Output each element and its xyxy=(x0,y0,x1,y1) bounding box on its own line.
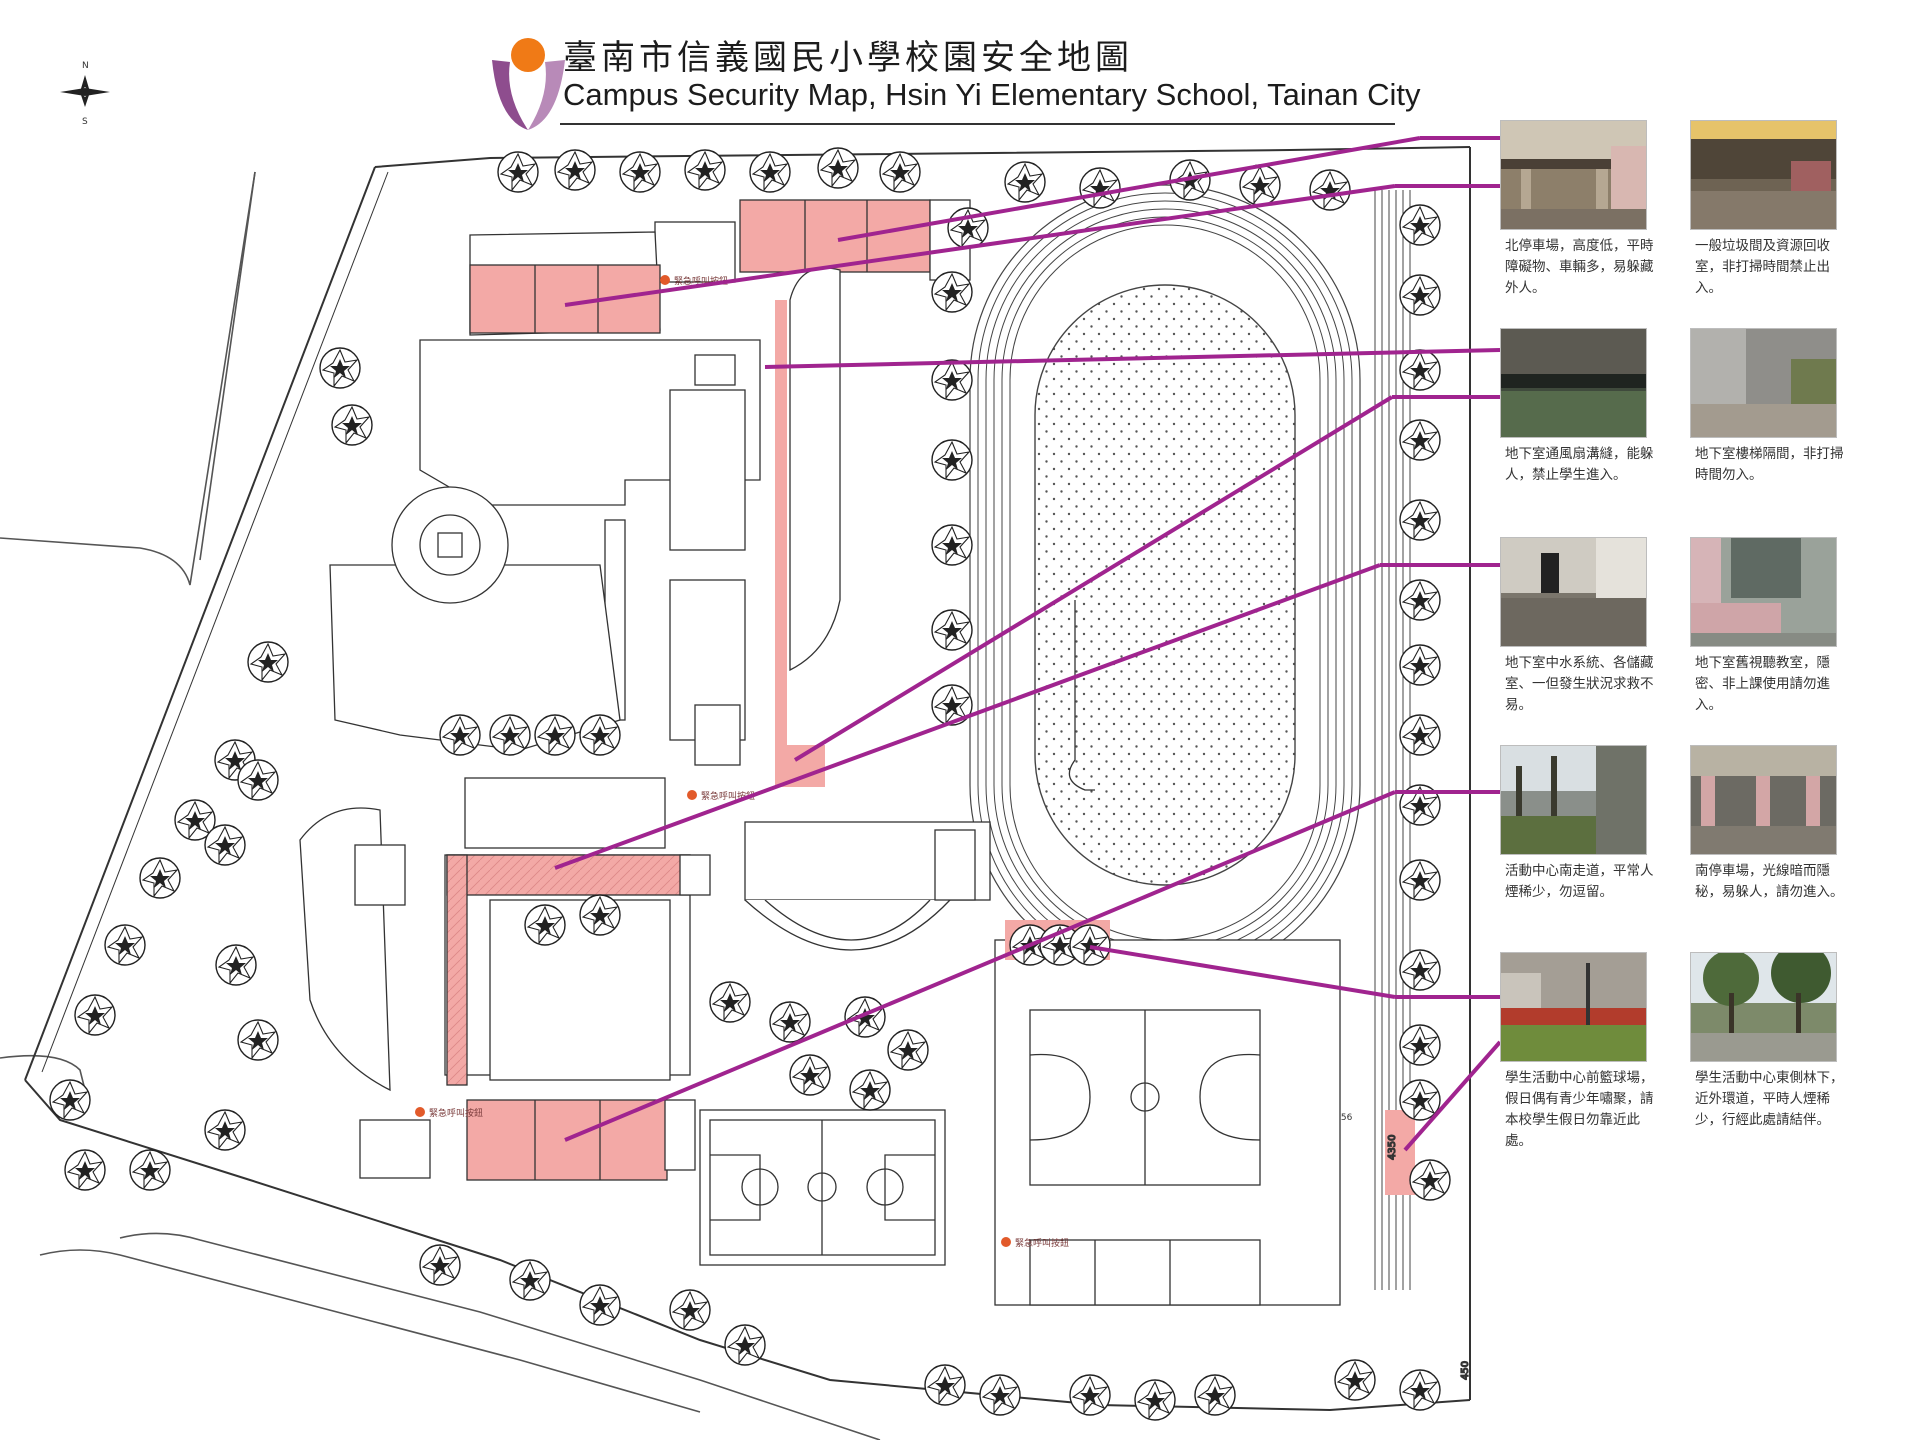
hazard-photo-south-parking xyxy=(1690,745,1837,855)
hazard-photo-trash-room xyxy=(1690,120,1837,230)
hazard-photo-east-woods xyxy=(1690,952,1837,1062)
dimension-4350: 4350 xyxy=(1387,1135,1398,1160)
hazard-photo-stair-room xyxy=(1690,328,1837,438)
dimension-450: 450 xyxy=(1460,1361,1471,1380)
emergency-call-label: 緊急呼叫按鈕 xyxy=(1015,1237,1069,1249)
hazard-caption-south-walkway: 活動中心南走道，平常人煙稀少，勿逗留。 xyxy=(1505,863,1654,900)
hazard-photo-basketball-court xyxy=(1500,952,1647,1062)
hazard-photo-south-walkway xyxy=(1500,745,1647,855)
hazard-photo-water-system xyxy=(1500,537,1647,647)
compass-south: S xyxy=(82,117,88,127)
hazard-caption-av-room: 地下室舊視聽教室，隱密、非上課使用請勿進入。 xyxy=(1695,655,1830,713)
emergency-call-markers: 緊急呼叫按鈕 緊急呼叫按鈕 緊急呼叫按鈕 緊急呼叫按鈕 xyxy=(415,275,1069,1249)
hazard-photo-north-parking xyxy=(1500,120,1647,230)
outdoor-basketball-court xyxy=(699,1109,946,1266)
central-buildings xyxy=(329,267,841,787)
hazard-caption-east-woods: 學生活動中心東側林下，近外環道，平時人煙稀少，行經此處請結伴。 xyxy=(1695,1070,1844,1128)
hazard-caption-water-system: 地下室中水系統、各儲藏室、一但發生狀況求救不易。 xyxy=(1505,655,1654,713)
school-logo-icon xyxy=(492,38,565,130)
roads xyxy=(0,171,881,1440)
compass-north: N xyxy=(82,61,89,71)
hazard-caption-south-parking: 南停車場，光線暗而隱秘，易躲人，請勿進入。 xyxy=(1695,863,1844,900)
emergency-call-label: 緊急呼叫按鈕 xyxy=(429,1107,483,1119)
hazard-caption-north-parking: 北停車場，高度低，平時障礙物、車輛多，易躲藏外人。 xyxy=(1505,238,1654,296)
compass-icon: N S xyxy=(60,61,110,127)
leader-lines xyxy=(554,136,1502,1152)
north-buildings xyxy=(469,199,971,336)
hazard-caption-vent-ditch: 地下室通風扇溝縫，能躲人，禁止學生進入。 xyxy=(1505,446,1654,483)
map-title-english: Campus Security Map, Hsin Yi Elementary … xyxy=(563,77,1421,112)
hazard-photo-vent-ditch xyxy=(1500,328,1647,438)
hazard-caption-stair-room: 地下室樓梯隔間，非打掃時間勿入。 xyxy=(1695,446,1844,483)
hazard-photo-av-room xyxy=(1690,537,1837,647)
center-south-buildings xyxy=(679,600,1095,951)
west-buildings xyxy=(299,777,696,1181)
map-title-chinese: 臺南市信義國民小學校園安全地圖 xyxy=(563,38,1133,78)
activity-center: 4350 450 xyxy=(994,920,1472,1381)
hazard-caption-trash-room: 一般垃圾間及資源回收室，非打掃時間禁止出入。 xyxy=(1695,238,1830,296)
hazard-caption-basketball-court: 學生活動中心前籃球場，假日偶有青少年嘯聚，請本校學生假日勿靠近此處。 xyxy=(1505,1070,1654,1149)
title-divider xyxy=(560,123,1395,125)
